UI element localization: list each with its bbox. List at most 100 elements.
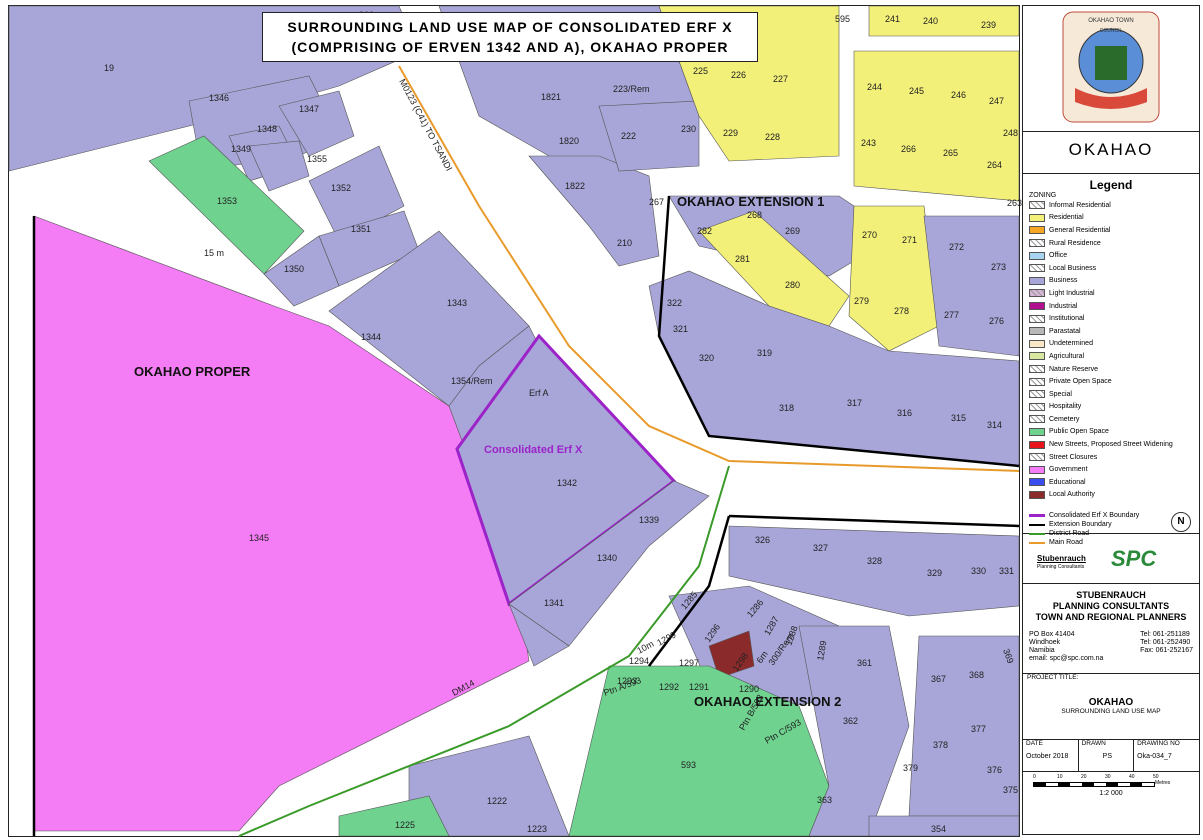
label-1354: 1354/Rem	[451, 376, 493, 386]
boundary-label: Main Road	[1049, 539, 1083, 547]
parcel-1352	[308, 145, 405, 242]
legend-swatch	[1029, 465, 1045, 474]
legend-row: Special	[1029, 388, 1199, 401]
firm-logo-sub: Planning Consultants	[1037, 564, 1085, 570]
label-266: 266	[901, 144, 916, 154]
label-377: 377	[971, 724, 986, 734]
label-367: 367	[931, 674, 946, 684]
drawn-value: PS	[1102, 753, 1113, 760]
parcel-1347	[278, 90, 355, 157]
legend-row: Rural Residence	[1029, 237, 1199, 250]
legend-swatch	[1029, 314, 1045, 323]
boundary-row: District Road	[1029, 529, 1199, 538]
label-267: 267	[649, 197, 664, 207]
legend-label: Private Open Space	[1049, 378, 1112, 386]
parcel-270	[848, 205, 940, 352]
legend-swatch	[1029, 352, 1045, 361]
legend-row: Office	[1029, 249, 1199, 262]
label-330: 330	[971, 566, 986, 576]
scale-tick: 20	[1081, 774, 1087, 780]
firm-logo-section: Stubenrauch Planning Consultants SPC	[1023, 534, 1199, 584]
legend-swatch	[1029, 289, 1045, 298]
logo-sub: COUNCIL	[1100, 28, 1123, 34]
map-frame[interactable]: OKAHAO PROPER OKAHAO EXTENSION 1 OKAHAO …	[8, 5, 1022, 837]
label-1344: 1344	[361, 332, 381, 342]
legend-row: Private Open Space	[1029, 375, 1199, 388]
label-272: 272	[949, 242, 964, 252]
parcel-1354	[448, 325, 540, 447]
label-362: 362	[843, 716, 858, 726]
label-19: 19	[104, 63, 114, 73]
legend-label: Residential	[1049, 214, 1084, 222]
label-265: 265	[943, 148, 958, 158]
project-label: PROJECT TITLE:	[1027, 674, 1079, 681]
label-268: 268	[747, 210, 762, 220]
label-273: 273	[991, 262, 1006, 272]
parcel-1353	[148, 135, 305, 275]
legend-swatch	[1029, 365, 1045, 374]
label-331: 331	[999, 566, 1014, 576]
district-road-line	[238, 465, 730, 837]
label-316: 316	[897, 408, 912, 418]
boundary-line	[1029, 523, 1045, 526]
legend-label: Educational	[1049, 478, 1086, 486]
legend-swatch	[1029, 339, 1045, 348]
erf-a-label: Erf A	[529, 388, 549, 398]
legend-swatch	[1029, 276, 1045, 285]
label-1291: 1291	[689, 682, 709, 692]
firm-name-1: STUBENRAUCH	[1076, 590, 1146, 600]
legend-label: Nature Reserve	[1049, 365, 1099, 373]
label-1347: 1347	[299, 104, 319, 114]
legend-swatch	[1029, 402, 1045, 411]
label-270: 270	[862, 230, 877, 240]
label-1342: 1342	[557, 478, 577, 488]
label-1222: 1222	[487, 796, 507, 806]
label-243: 243	[861, 138, 876, 148]
date-value: October 2018	[1026, 753, 1069, 760]
label-1297: 1297	[679, 658, 699, 668]
firm-logo-text: Stubenrauch	[1037, 554, 1086, 563]
zoning-label: ZONING	[1029, 192, 1057, 199]
logo-text: OKAHAO TOWN	[1088, 18, 1133, 24]
label-281: 281	[735, 254, 750, 264]
legend-swatch	[1029, 427, 1045, 436]
legend-row: Light Industrial	[1029, 287, 1199, 300]
legend-row: Cemetery	[1029, 413, 1199, 426]
main-road-line	[398, 65, 1020, 472]
label-241: 241	[885, 14, 900, 24]
legend-label: Parastatal	[1049, 327, 1081, 335]
legend-row: Government	[1029, 463, 1199, 476]
legend-swatch	[1029, 302, 1045, 311]
boundary-label: Extension Boundary	[1049, 521, 1112, 529]
label-279: 279	[854, 296, 869, 306]
boundary-label: Consolidated Erf X Boundary	[1049, 512, 1140, 520]
label-378: 378	[933, 740, 948, 750]
label-593: 593	[681, 760, 696, 770]
legend-row: New Streets, Proposed Street Widening	[1029, 438, 1199, 451]
label-322: 322	[667, 298, 682, 308]
label-276: 276	[989, 316, 1004, 326]
parcel-326-block	[728, 525, 1020, 617]
drawn-label: DRAWN	[1081, 740, 1106, 747]
label-369: 369	[1001, 647, 1016, 665]
legend-label: Industrial	[1049, 302, 1078, 310]
legend-label: Special	[1049, 390, 1072, 398]
title-line-1: SURROUNDING LAND USE MAP OF CONSOLIDATED…	[287, 19, 733, 35]
label-368: 368	[969, 670, 984, 680]
legend-label: Agricultural	[1049, 352, 1085, 360]
label-327: 327	[813, 543, 828, 553]
legend-row: Business	[1029, 275, 1199, 288]
parcel-354	[868, 815, 1020, 837]
label-1290: 1290	[739, 684, 759, 694]
label-375: 375	[1003, 785, 1018, 795]
label-1352: 1352	[331, 183, 351, 193]
road-width-15: 15 m	[204, 248, 224, 258]
label-223: 223/Rem	[613, 84, 650, 94]
legend-row: Street Closures	[1029, 451, 1199, 464]
legend-label: Local Business	[1049, 264, 1097, 272]
label-271: 271	[902, 235, 917, 245]
firm-name-2: PLANNING CONSULTANTS	[1052, 601, 1170, 611]
label-318: 318	[779, 403, 794, 413]
